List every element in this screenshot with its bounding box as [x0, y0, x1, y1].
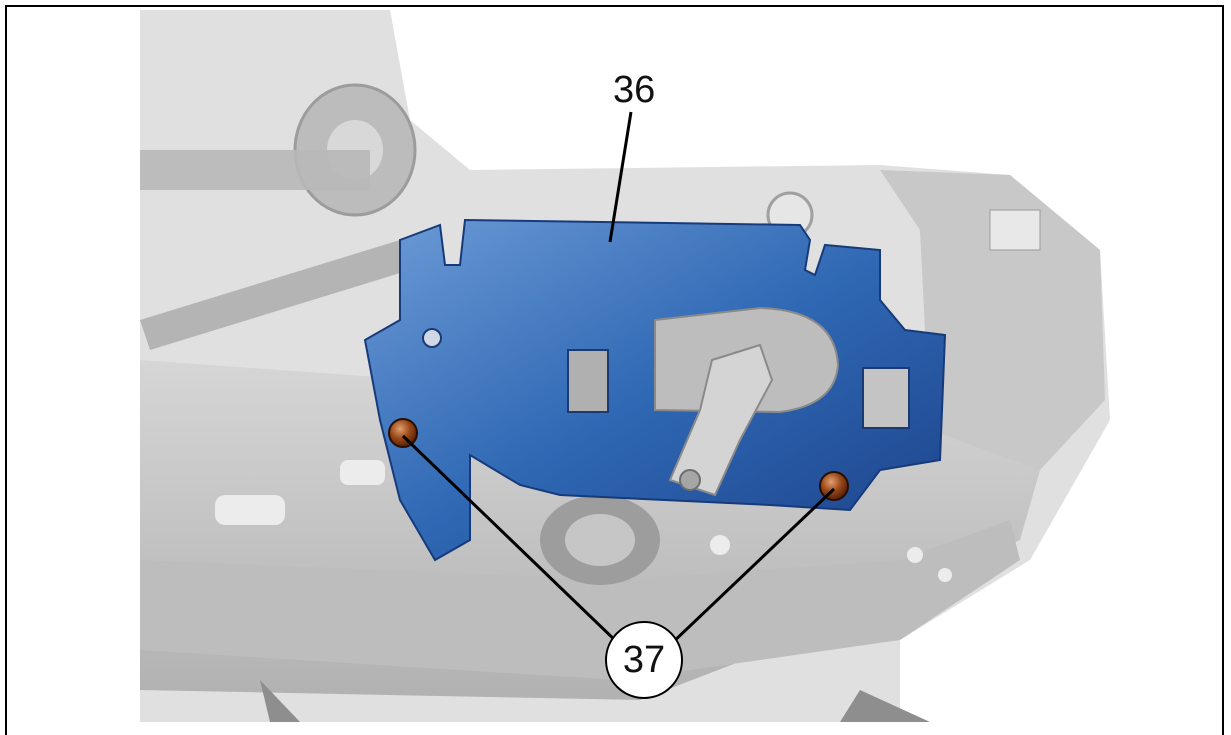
leader-line-36: [608, 111, 633, 243]
screw-left: [388, 418, 418, 448]
callout-37-text: 37: [622, 639, 666, 681]
leader-line-37-right: [668, 487, 836, 647]
callout-label-36: 36: [613, 69, 656, 111]
screw-right: [819, 471, 849, 501]
leader-line-37-left: [401, 434, 622, 647]
callout-label-37: 37: [605, 621, 683, 699]
blue-mounting-bracket: [363, 218, 947, 562]
